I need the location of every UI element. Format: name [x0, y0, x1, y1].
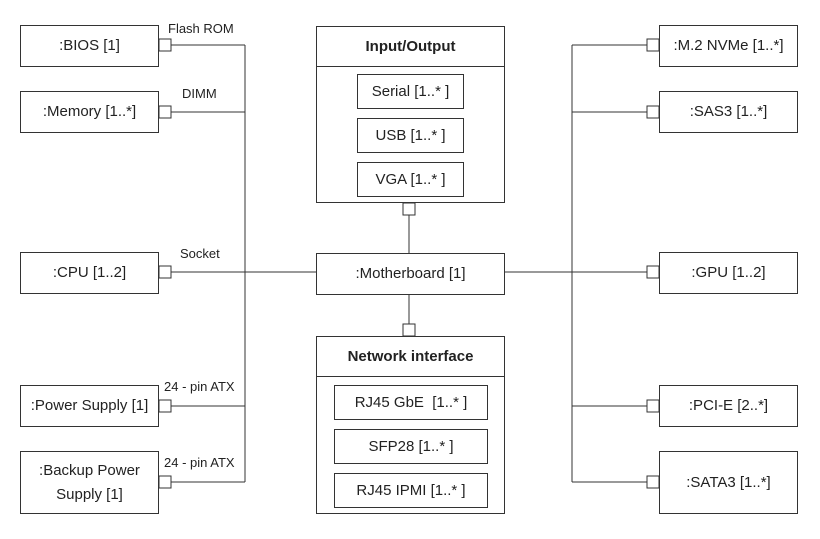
connector-label-cpu: Socket [180, 246, 220, 261]
connector-label-power-supply: 24 - pin ATX [164, 379, 235, 394]
port-bios [158, 38, 172, 52]
port-sas3 [646, 105, 660, 119]
port-m2-nvme [646, 38, 660, 52]
port-gpu [646, 265, 660, 279]
component-sas3: :SAS3 [1..*] [659, 91, 798, 133]
connector-label-memory: DIMM [182, 86, 217, 101]
port-sata3 [646, 475, 660, 489]
network-item-rj45-ipmi: RJ45 IPMI [1..* ] [334, 473, 488, 508]
group-network-interface: Network interface RJ45 GbE [1..* ] SFP28… [316, 336, 505, 514]
network-item-sfp28: SFP28 [1..* ] [334, 429, 488, 464]
component-sata3: :SATA3 [1..*] [659, 451, 798, 514]
group-input-output: Input/Output Serial [1..* ] USB [1..* ] … [316, 26, 505, 203]
port-backup-power-supply [158, 475, 172, 489]
port-io [402, 202, 416, 216]
component-pci-e: :PCI-E [2..*] [659, 385, 798, 427]
io-item-vga: VGA [1..* ] [357, 162, 464, 197]
port-network [402, 323, 416, 337]
group-input-output-title: Input/Output [317, 27, 504, 67]
group-network-interface-title: Network interface [317, 337, 504, 377]
component-backup-power-supply: :Backup Power Supply [1] [20, 451, 159, 514]
component-m2-nvme: :M.2 NVMe [1..*] [659, 25, 798, 67]
port-pci-e [646, 399, 660, 413]
port-cpu [158, 265, 172, 279]
component-cpu: :CPU [1..2] [20, 252, 159, 294]
port-memory [158, 105, 172, 119]
component-bios: :BIOS [1] [20, 25, 159, 67]
network-item-rj45-gbe: RJ45 GbE [1..* ] [334, 385, 488, 420]
component-power-supply: :Power Supply [1] [20, 385, 159, 427]
component-memory: :Memory [1..*] [20, 91, 159, 133]
connector-label-bios: Flash ROM [168, 21, 234, 36]
port-power-supply [158, 399, 172, 413]
component-motherboard: :Motherboard [1] [316, 253, 505, 295]
io-item-usb: USB [1..* ] [357, 118, 464, 153]
io-item-serial: Serial [1..* ] [357, 74, 464, 109]
connector-label-backup-power-supply: 24 - pin ATX [164, 455, 235, 470]
component-gpu: :GPU [1..2] [659, 252, 798, 294]
